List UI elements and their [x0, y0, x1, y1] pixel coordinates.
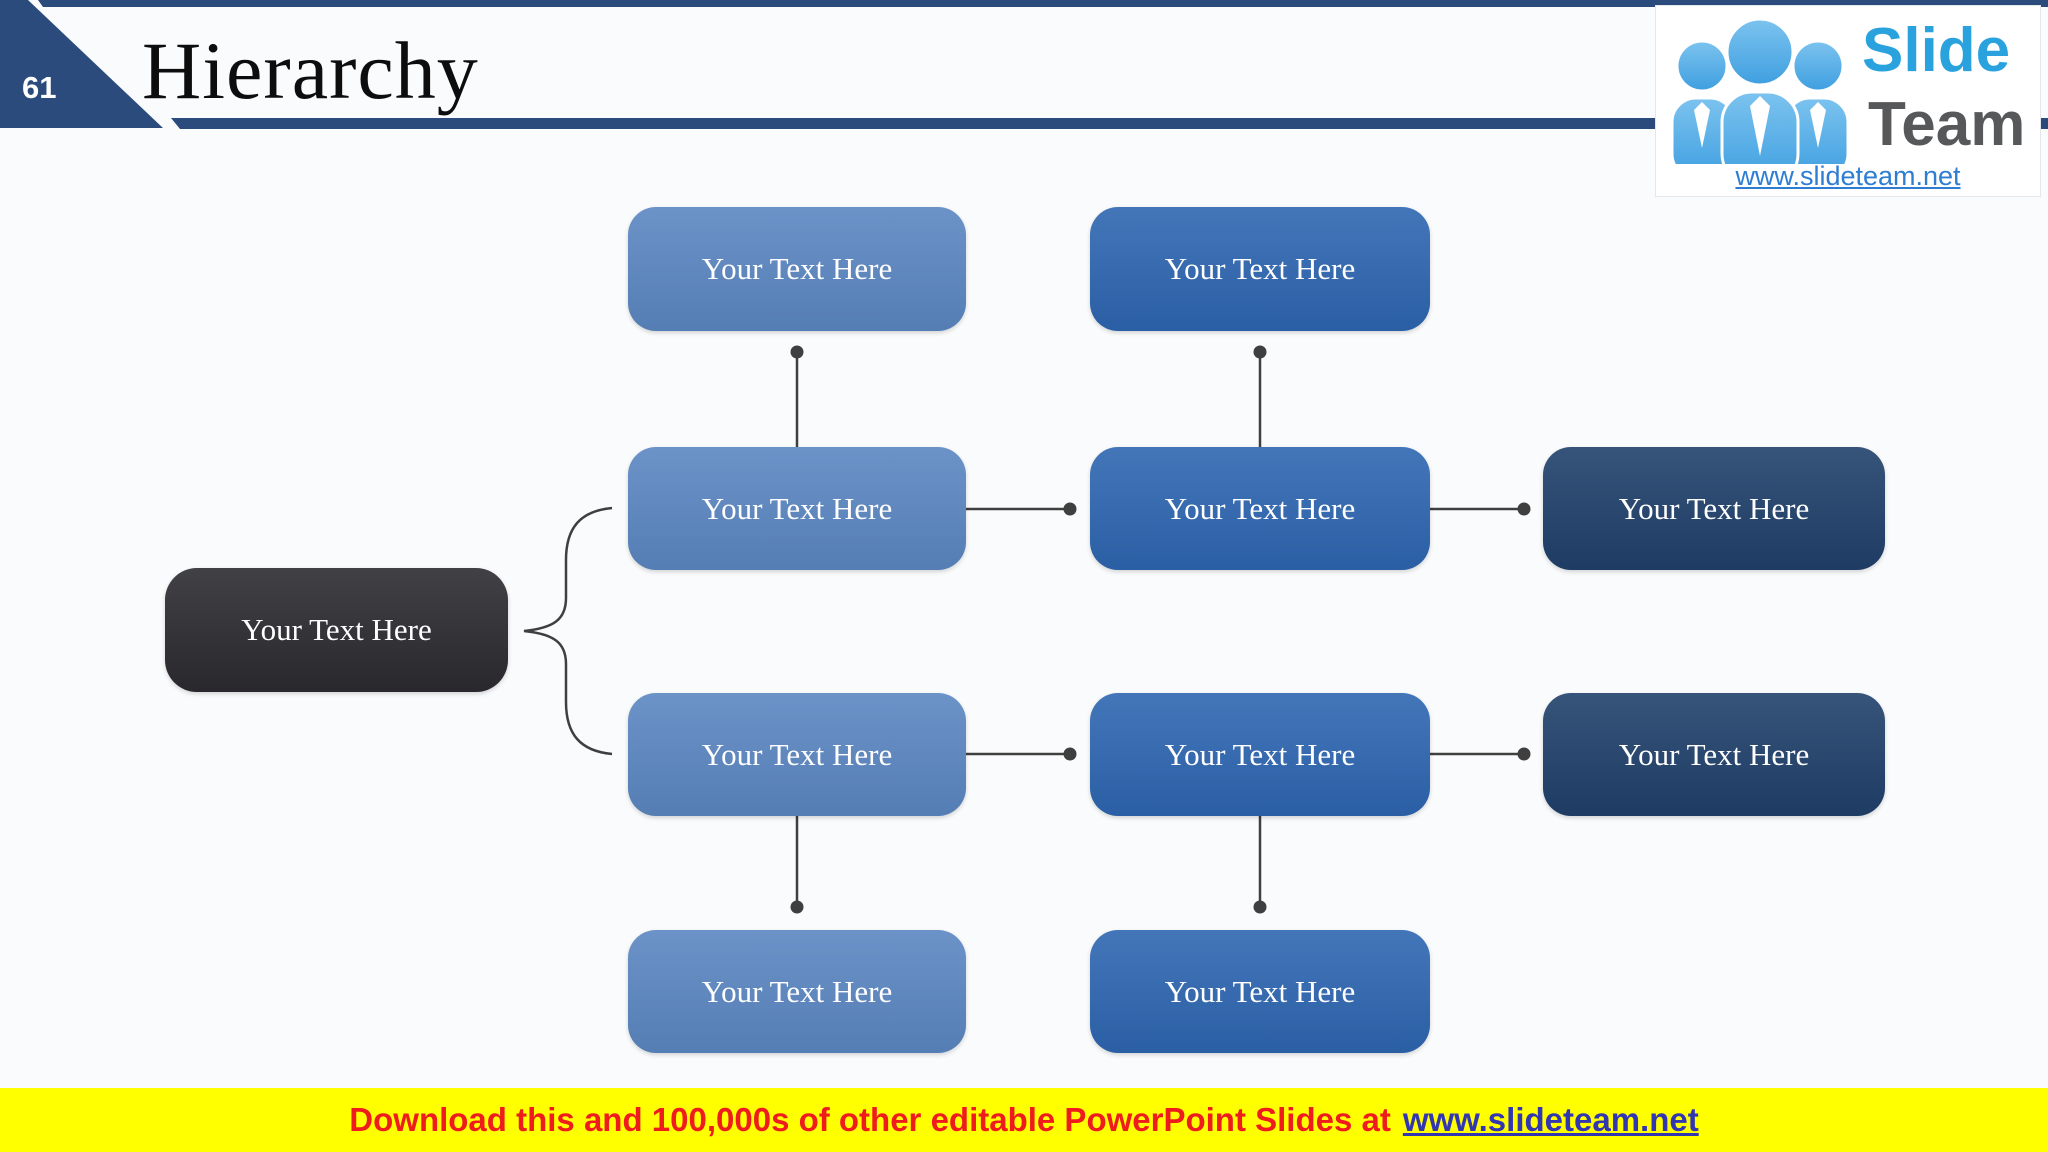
node-mid1-1[interactable]: Your Text Here [628, 447, 966, 570]
banner-link[interactable]: www.slideteam.net [1402, 1101, 1699, 1138]
node-label: Your Text Here [241, 612, 432, 647]
connector-dot [1253, 900, 1267, 914]
node-mid1-2[interactable]: Your Text Here [1090, 447, 1430, 570]
node-mid2-1[interactable]: Your Text Here [628, 693, 966, 816]
node-label: Your Text Here [701, 973, 893, 1009]
node-mid1-3[interactable]: Your Text Here [1543, 447, 1885, 570]
node-label: Your Text Here [1164, 973, 1356, 1009]
connector-dot [1063, 747, 1077, 761]
node-label: Your Text Here [701, 251, 893, 286]
page-number-flag [0, 0, 163, 128]
page-title: Hierarchy [142, 25, 479, 116]
node-label: Your Text Here [1618, 736, 1810, 772]
node-label: Your Text Here [701, 736, 893, 772]
node-label: Your Text Here [1618, 490, 1810, 526]
connector-dot [790, 345, 804, 359]
slideteam-logo: Slide Team www.slideteam.net [1655, 5, 2041, 197]
node-label: Your Text Here [1164, 251, 1356, 286]
node-root[interactable]: Your Text Here [165, 568, 508, 692]
node-top-2[interactable]: Your Text Here [1090, 207, 1430, 331]
node-label: Your Text Here [1164, 736, 1356, 772]
logo-url-link[interactable]: www.slideteam.net [1735, 161, 1961, 191]
node-bottom-1[interactable]: Your Text Here [628, 930, 966, 1053]
banner-message: Download this and 100,000s of other edit… [349, 1101, 1391, 1138]
node-bottom-2[interactable]: Your Text Here [1090, 930, 1430, 1053]
connector-dot [1517, 747, 1531, 761]
brace-connector [523, 506, 613, 756]
node-mid2-2[interactable]: Your Text Here [1090, 693, 1430, 816]
node-mid2-3[interactable]: Your Text Here [1543, 693, 1885, 816]
logo-brand-slide: Slide [1862, 16, 2011, 85]
page-number: 61 [22, 70, 57, 105]
download-banner: Download this and 100,000s of other edit… [0, 1088, 2048, 1152]
node-top-1[interactable]: Your Text Here [628, 207, 966, 331]
connector-dot [1063, 502, 1077, 516]
logo-brand-team: Team [1868, 90, 2026, 159]
connector-dot [1517, 502, 1531, 516]
team-people-icon [1670, 17, 1850, 164]
node-label: Your Text Here [701, 490, 893, 526]
connector-dot [790, 900, 804, 914]
node-label: Your Text Here [1164, 490, 1356, 526]
connector-dot [1253, 345, 1267, 359]
